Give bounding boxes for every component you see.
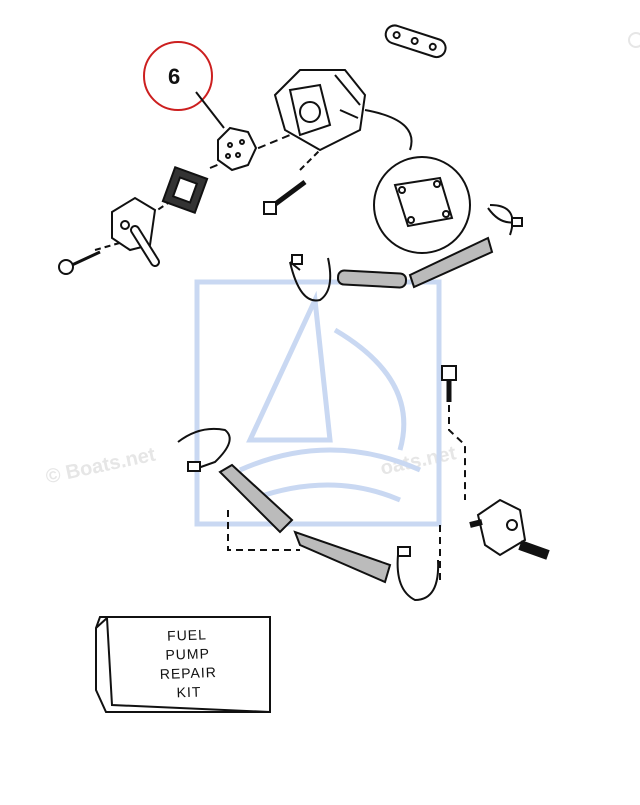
hose-clamp [396,554,440,602]
repair-kit-box [95,616,271,713]
bolt [441,365,457,402]
watermark-logo [194,279,442,527]
hose-clamp [487,204,516,236]
cover-plate [384,24,447,59]
fuel-valve [469,498,550,560]
pump-cover [111,196,160,267]
screw [58,250,101,275]
callout-circle [143,41,213,111]
hose-clamp [177,427,231,469]
bolt [263,179,307,215]
fuel-hose [336,236,494,289]
diaphragm [217,126,258,172]
fuel-pump-body [273,69,413,152]
gasket-detail [373,156,471,254]
fuel-hose [218,463,392,584]
callout-number[interactable]: 6 [168,64,181,89]
repair-kit-label[interactable]: FUEL PUMP REPAIR KIT [127,624,250,704]
gasket [161,165,209,215]
